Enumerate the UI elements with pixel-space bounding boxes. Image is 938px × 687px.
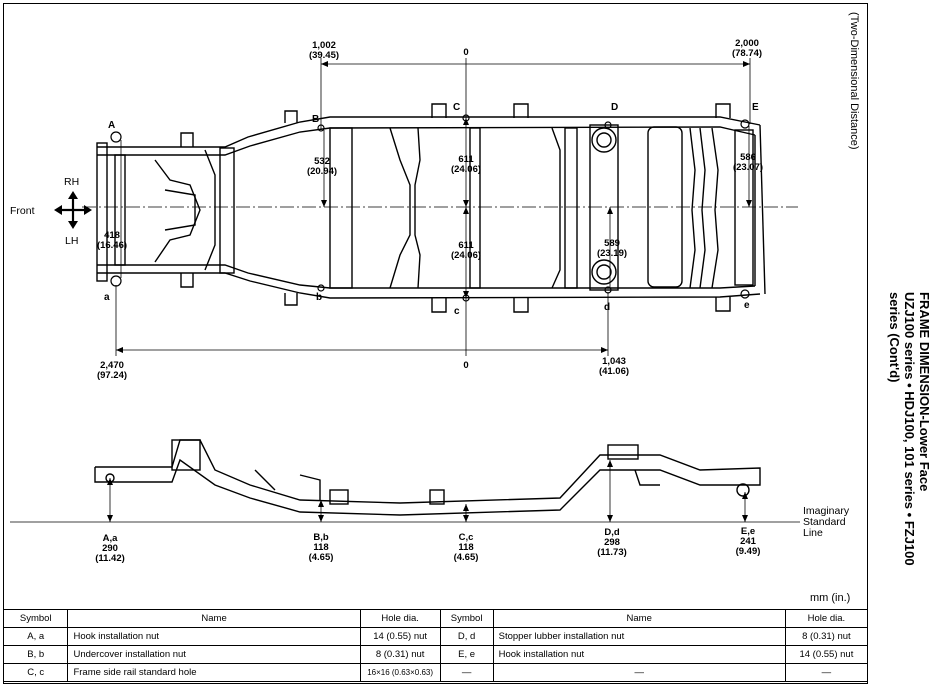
width-b-mm: 532 xyxy=(314,156,330,167)
dim-bottom-left-in: (97.24) xyxy=(97,370,127,381)
point-a: a xyxy=(104,292,110,303)
side-label-a: A,a xyxy=(103,533,119,544)
table-cell: B, b xyxy=(2,645,69,664)
table-cell: 14 (0.55) nut xyxy=(359,627,441,646)
table-cell: Hook installation nut xyxy=(67,627,361,646)
table-header: Hole dia. xyxy=(784,609,869,628)
side-in-c: (4.65) xyxy=(454,552,479,563)
width-a-mm: 418 xyxy=(104,230,120,241)
point-C: C xyxy=(453,102,460,113)
table-cell: 8 (0.31) nut xyxy=(359,645,441,664)
width-a-in: (16.46) xyxy=(97,240,127,251)
table-cell: D, d xyxy=(439,627,494,646)
point-A: A xyxy=(108,120,115,131)
side-mm-c: 118 xyxy=(458,542,473,553)
table-row: B, b Undercover installation nut 8 (0.31… xyxy=(2,645,869,664)
direction-rh: RH xyxy=(64,176,79,188)
side-mm-a: 290 xyxy=(102,543,118,554)
page-title-line-1: FRAME DIMENSION-Lower Face xyxy=(917,292,932,492)
unit-note: mm (in.) xyxy=(810,592,851,604)
diagram-frame xyxy=(3,3,868,684)
table-header: Name xyxy=(67,609,361,628)
side-label-e: E,e xyxy=(741,526,755,537)
side-label-d: D,d xyxy=(604,527,620,538)
point-B: B xyxy=(312,114,319,125)
point-b: b xyxy=(316,292,322,303)
width-c-lower-in: (24.06) xyxy=(451,250,481,261)
dim-top-left-in: (39.45) xyxy=(309,50,339,61)
width-c-lower-mm: 611 xyxy=(458,240,474,251)
width-e-in: (23.07) xyxy=(733,162,763,173)
dim-bottom-zero: 0 xyxy=(463,360,468,371)
table-cell: — xyxy=(784,663,869,682)
side-in-a: (11.42) xyxy=(95,553,125,564)
dim-top-zero: 0 xyxy=(463,47,468,58)
dim-top-left-mm: 1,002 xyxy=(312,40,336,51)
width-b-in: (20.94) xyxy=(307,166,337,177)
page-title-line-2: UZJ100 series • HDJ100, 101 series • FZJ… xyxy=(902,292,917,566)
table-header: Hole dia. xyxy=(359,609,441,628)
dim-bottom-right-mm: 1,043 xyxy=(602,356,626,367)
table-cell: 8 (0.31) nut xyxy=(784,627,869,646)
page-title-line-3: series (Cont'd) xyxy=(887,292,902,383)
table-cell: 14 (0.55) nut xyxy=(784,645,869,664)
table-header: Symbol xyxy=(439,609,494,628)
dim-bottom-right-in: (41.06) xyxy=(599,366,629,377)
width-e-mm: 586 xyxy=(740,152,756,163)
side-in-d: (11.73) xyxy=(597,547,627,558)
point-c: c xyxy=(454,306,460,317)
table-header: Name xyxy=(492,609,786,628)
table-row: A, a Hook installation nut 14 (0.55) nut… xyxy=(2,627,869,646)
table-cell: E, e xyxy=(439,645,494,664)
symbol-table: Symbol Name Hole dia. Symbol Name Hole d… xyxy=(2,609,869,682)
side-mm-d: 298 xyxy=(604,537,620,548)
width-d-mm: 589 xyxy=(604,238,620,249)
dim-bottom-left-mm: 2,470 xyxy=(100,360,124,371)
table-cell: 16×16 (0.63×0.63) xyxy=(359,663,441,682)
point-D: D xyxy=(611,102,618,113)
dimension-lines xyxy=(115,58,751,356)
table-header: Symbol xyxy=(2,609,69,628)
imaginary-line-3: Line xyxy=(803,527,823,539)
imaginary-line-2: Standard xyxy=(803,516,846,528)
top-view-frame xyxy=(96,103,766,313)
imaginary-line-1: Imaginary xyxy=(803,505,850,517)
table-cell: Hook installation nut xyxy=(492,645,786,664)
direction-lh: LH xyxy=(65,235,78,247)
table-cell: — xyxy=(439,663,494,682)
table-cell: A, a xyxy=(2,627,69,646)
table-cell: C, c xyxy=(2,663,69,682)
dim-top-right-in: (78.74) xyxy=(732,48,762,59)
width-c-upper-mm: 611 xyxy=(458,154,474,165)
side-mm-b: 118 xyxy=(313,542,328,553)
point-d: d xyxy=(604,302,610,313)
point-e: e xyxy=(744,300,750,311)
width-d-in: (23.19) xyxy=(597,248,627,259)
table-row: C, c Frame side rail standard hole 16×16… xyxy=(2,663,869,682)
table-header-row: Symbol Name Hole dia. Symbol Name Hole d… xyxy=(2,609,869,628)
point-E: E xyxy=(752,102,759,113)
table-cell: Frame side rail standard hole xyxy=(67,663,361,682)
dimension-arrows xyxy=(116,61,752,353)
direction-arrows xyxy=(58,195,88,225)
dim-top-right-mm: 2,000 xyxy=(735,38,759,49)
table-cell: — xyxy=(492,663,786,682)
width-c-upper-in: (24.06) xyxy=(451,164,481,175)
side-in-e: (9.49) xyxy=(736,546,761,557)
side-view-frame xyxy=(94,439,761,516)
side-in-b: (4.65) xyxy=(309,552,334,563)
two-dimensional-subtitle: (Two-Dimensional Distance) xyxy=(848,12,860,150)
side-label-c: C,c xyxy=(459,532,474,543)
table-cell: Stopper lubber installation nut xyxy=(492,627,786,646)
side-mm-e: 241 xyxy=(740,536,757,547)
table-cell: Undercover installation nut xyxy=(67,645,361,664)
direction-front: Front xyxy=(10,205,35,217)
side-label-b: B,b xyxy=(313,532,329,543)
